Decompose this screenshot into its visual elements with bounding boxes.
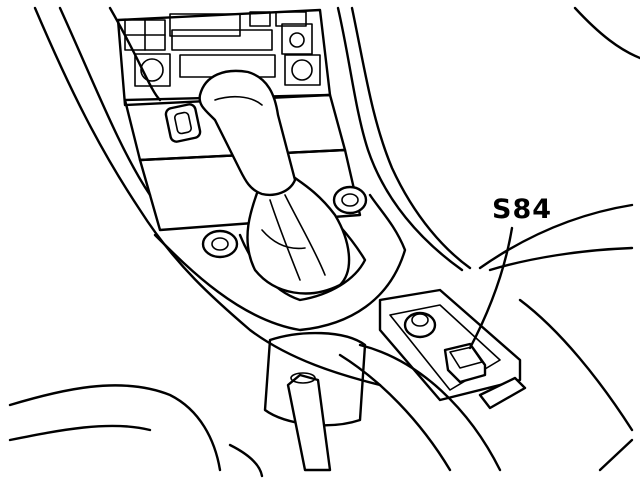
- left-knob-icon: [140, 58, 164, 82]
- console-outline: [33, 6, 640, 472]
- switch-s84: [443, 342, 487, 384]
- callout-leader-line: [468, 226, 514, 350]
- switch-panel: [378, 288, 527, 410]
- callout-s84: S84: [468, 194, 552, 350]
- gear-lever: [198, 69, 351, 295]
- handbrake-area: [8, 331, 502, 478]
- dial-icon: [291, 59, 313, 81]
- handbrake-lever: [286, 373, 332, 472]
- callout-label: S84: [492, 194, 552, 225]
- right-knob-icon: [289, 32, 305, 48]
